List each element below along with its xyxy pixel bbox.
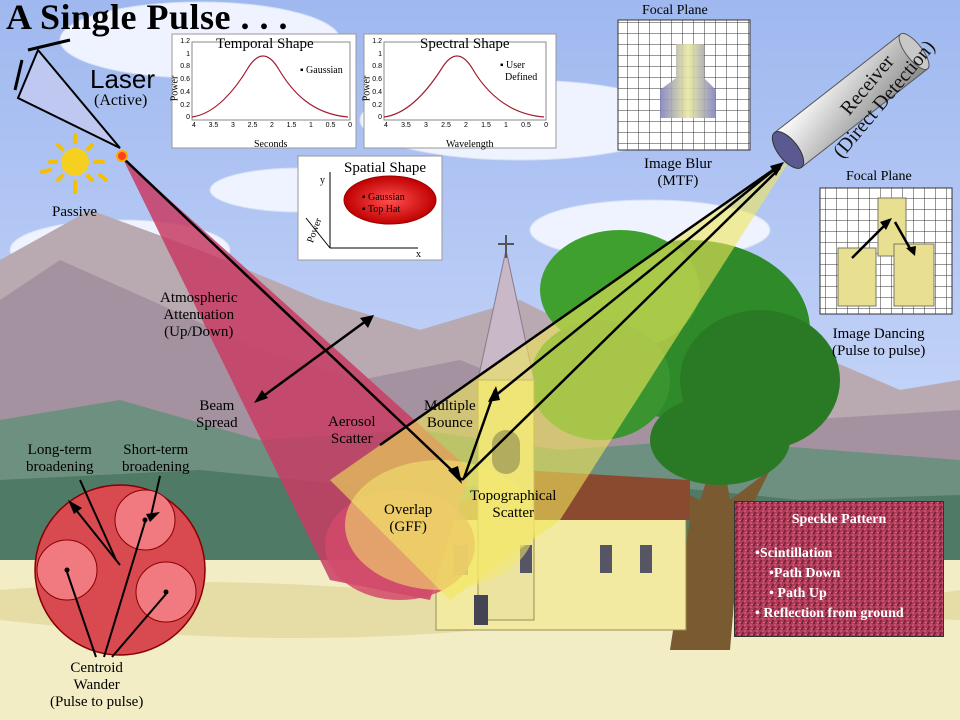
blurred-church-icon: [660, 44, 716, 118]
arrow-heads: [254, 162, 784, 484]
ytick: 0.6: [180, 76, 190, 84]
ytick: 0.6: [372, 76, 382, 84]
spatial-xaxis: x: [416, 249, 421, 260]
focal-plane-bottom-title: Focal Plane: [846, 169, 912, 184]
page-title: A Single Pulse . . .: [6, 0, 289, 37]
laser-sublabel: (Active): [94, 92, 148, 109]
temporal-xlabel: Seconds: [254, 139, 288, 150]
xtick: 1: [504, 122, 508, 129]
temporal-curve: [191, 55, 349, 118]
xtick: 2.5: [247, 122, 258, 129]
speckle-item-path-up: • Path Up: [769, 586, 827, 601]
ytick: 0.8: [372, 63, 382, 71]
xtick: 4: [384, 122, 388, 129]
xtick: 4: [192, 122, 196, 129]
spectral-title: Spectral Shape: [420, 36, 510, 52]
xtick: 3: [231, 122, 235, 129]
temporal-legend: ▪ Gaussian: [300, 65, 343, 76]
xtick: 3.5: [208, 122, 219, 129]
xtick: 1.5: [481, 122, 491, 129]
spatial-title: Spatial Shape: [344, 160, 427, 176]
xtick: 2: [270, 122, 274, 129]
spatial-shape-panel: [297, 155, 443, 261]
spectral-xticks: 4 3.5 3 2.5 2 1.5 1 0.5 0: [384, 122, 548, 129]
temporal-yticks: 1.2 1 0.8 0.6 0.4 0.2 0: [176, 36, 190, 125]
spectral-shape-panel: [363, 33, 557, 149]
xtick: 0.5: [521, 122, 531, 129]
ytick: 0.2: [372, 101, 382, 109]
ytick: 1: [378, 50, 382, 58]
spectral-xlabel: Wavelength: [446, 139, 494, 150]
xtick: 1: [309, 122, 313, 129]
ytick: 1: [186, 50, 190, 58]
speckle-texture: [735, 502, 943, 636]
xtick: 3.5: [401, 122, 411, 129]
ytick: 0.4: [372, 88, 382, 96]
receiver-footprint: [345, 460, 535, 590]
centroid-arrows: [66, 475, 167, 658]
spectral-legend: ▪ User Defined: [500, 60, 538, 83]
temporal-shape-panel: [171, 33, 357, 149]
spectral-yticks: 1.2 1 0.8 0.6 0.4 0.2 0: [368, 36, 382, 125]
speckle-item-scintillation: •Scintillation: [755, 546, 833, 561]
temporal-title: Temporal Shape: [216, 36, 314, 52]
xtick: 1.5: [286, 122, 297, 129]
image-dancing-caption: Image Dancing(Pulse to pulse): [832, 326, 926, 359]
ytick: 1.2: [372, 38, 382, 45]
dancing-arrow-head-2: [906, 246, 916, 256]
passive-label: Passive: [52, 204, 97, 220]
xtick: 0.5: [325, 122, 336, 129]
xtick: 2: [464, 122, 468, 129]
temporal-xticks: 4 3.5 3 2.5 2 1.5 1 0.5 0: [192, 122, 352, 129]
image-blur-caption: Image Blur(MTF): [644, 156, 712, 189]
centroid-arrow-head-2: [146, 512, 160, 522]
sun-icon: [40, 133, 108, 194]
laser-emitter-icon: [13, 38, 128, 162]
spatial-yaxis: y: [320, 175, 325, 186]
xtick: 3: [424, 122, 428, 129]
ytick: 0.4: [180, 88, 190, 96]
focal-plane-top-title: Focal Plane: [642, 3, 708, 18]
xtick: 0: [348, 122, 352, 129]
ytick: 0: [186, 114, 190, 122]
ytick: 0: [378, 114, 382, 122]
overlap-label: Overlap(GFF): [384, 502, 433, 535]
speckle-item-reflection: • Reflection from ground: [755, 606, 904, 621]
speckle-item-path-down: •Path Down: [769, 566, 841, 581]
ytick: 0.8: [180, 63, 190, 71]
ytick: 0.2: [180, 101, 190, 109]
speckle-pattern-box: Speckle Pattern •Scintillation •Path Dow…: [734, 501, 944, 637]
speckle-title: Speckle Pattern: [791, 512, 887, 527]
xtick: 2.5: [441, 122, 451, 129]
centroid-arrow-head: [68, 500, 82, 514]
laser-label: Laser: [90, 64, 156, 94]
dancing-arrow-head-1: [880, 218, 892, 230]
receiver-telescope-icon: [771, 32, 930, 169]
centroid-wander-diagram: [34, 484, 206, 656]
ytick: 1.2: [180, 38, 190, 45]
spatial-items: ▪ Gaussian▪ Top Hat: [362, 192, 405, 215]
ray-arrows: [121, 156, 781, 481]
dancing-arrows: [851, 221, 914, 259]
xtick: 0: [544, 122, 548, 129]
spectral-curve: [383, 55, 545, 118]
